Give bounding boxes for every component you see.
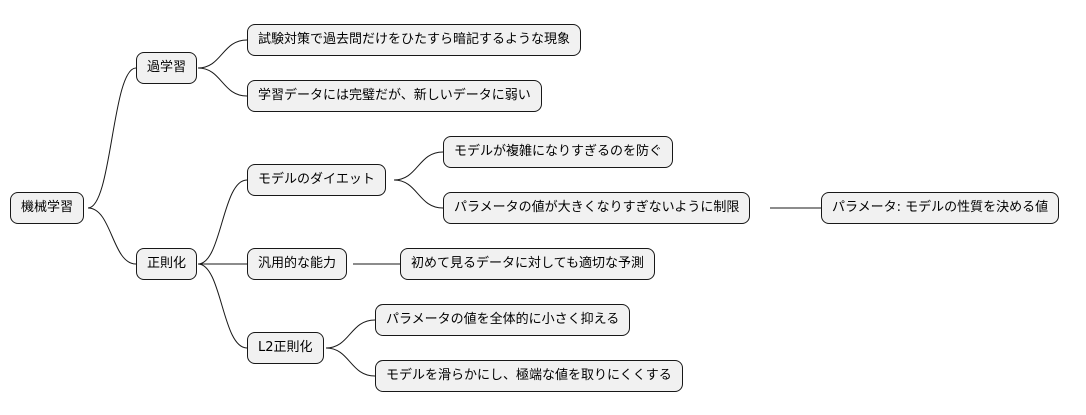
model-diet-item-node: パラメータの値が大きくなりすぎないように制限 <box>443 192 751 224</box>
edge-root-regularization <box>87 207 137 265</box>
generalization-item-node: 初めて見るデータに対しても適切な予測 <box>400 248 655 280</box>
parameter-note-node: パラメータ: モデルの性質を決める値 <box>821 192 1060 224</box>
generalization-node: 汎用的な能力 <box>247 248 348 280</box>
l2-item-node: モデルを滑らかにし、極端な値を取りにくくする <box>375 360 683 392</box>
edge-diet-item2 <box>393 179 444 209</box>
root-node: 機械学習 <box>10 192 85 224</box>
edge-root-overfitting <box>87 67 137 209</box>
edge-diet-item1 <box>393 151 444 181</box>
edge-l2-item2 <box>325 347 376 377</box>
overfitting-node: 過学習 <box>136 52 198 84</box>
edge-l2-item1 <box>325 319 376 349</box>
edge-overfitting-item2 <box>197 67 248 97</box>
overfitting-item-node: 学習データには完璧だが、新しいデータに弱い <box>247 80 542 112</box>
overfitting-item-node: 試験対策で過去問だけをひたすら暗記するような現象 <box>247 24 582 56</box>
edge-overfitting-item1 <box>197 39 248 69</box>
regularization-node: 正則化 <box>136 248 198 280</box>
l2-regularization-node: L2正則化 <box>247 332 324 364</box>
model-diet-item-node: モデルが複雑になりすぎるのを防ぐ <box>443 136 674 168</box>
edge-reg-diet <box>197 179 248 265</box>
l2-item-node: パラメータの値を全体的に小さく抑える <box>375 304 631 336</box>
edge-reg-l2 <box>197 263 248 349</box>
model-diet-node: モデルのダイエット <box>247 164 386 196</box>
